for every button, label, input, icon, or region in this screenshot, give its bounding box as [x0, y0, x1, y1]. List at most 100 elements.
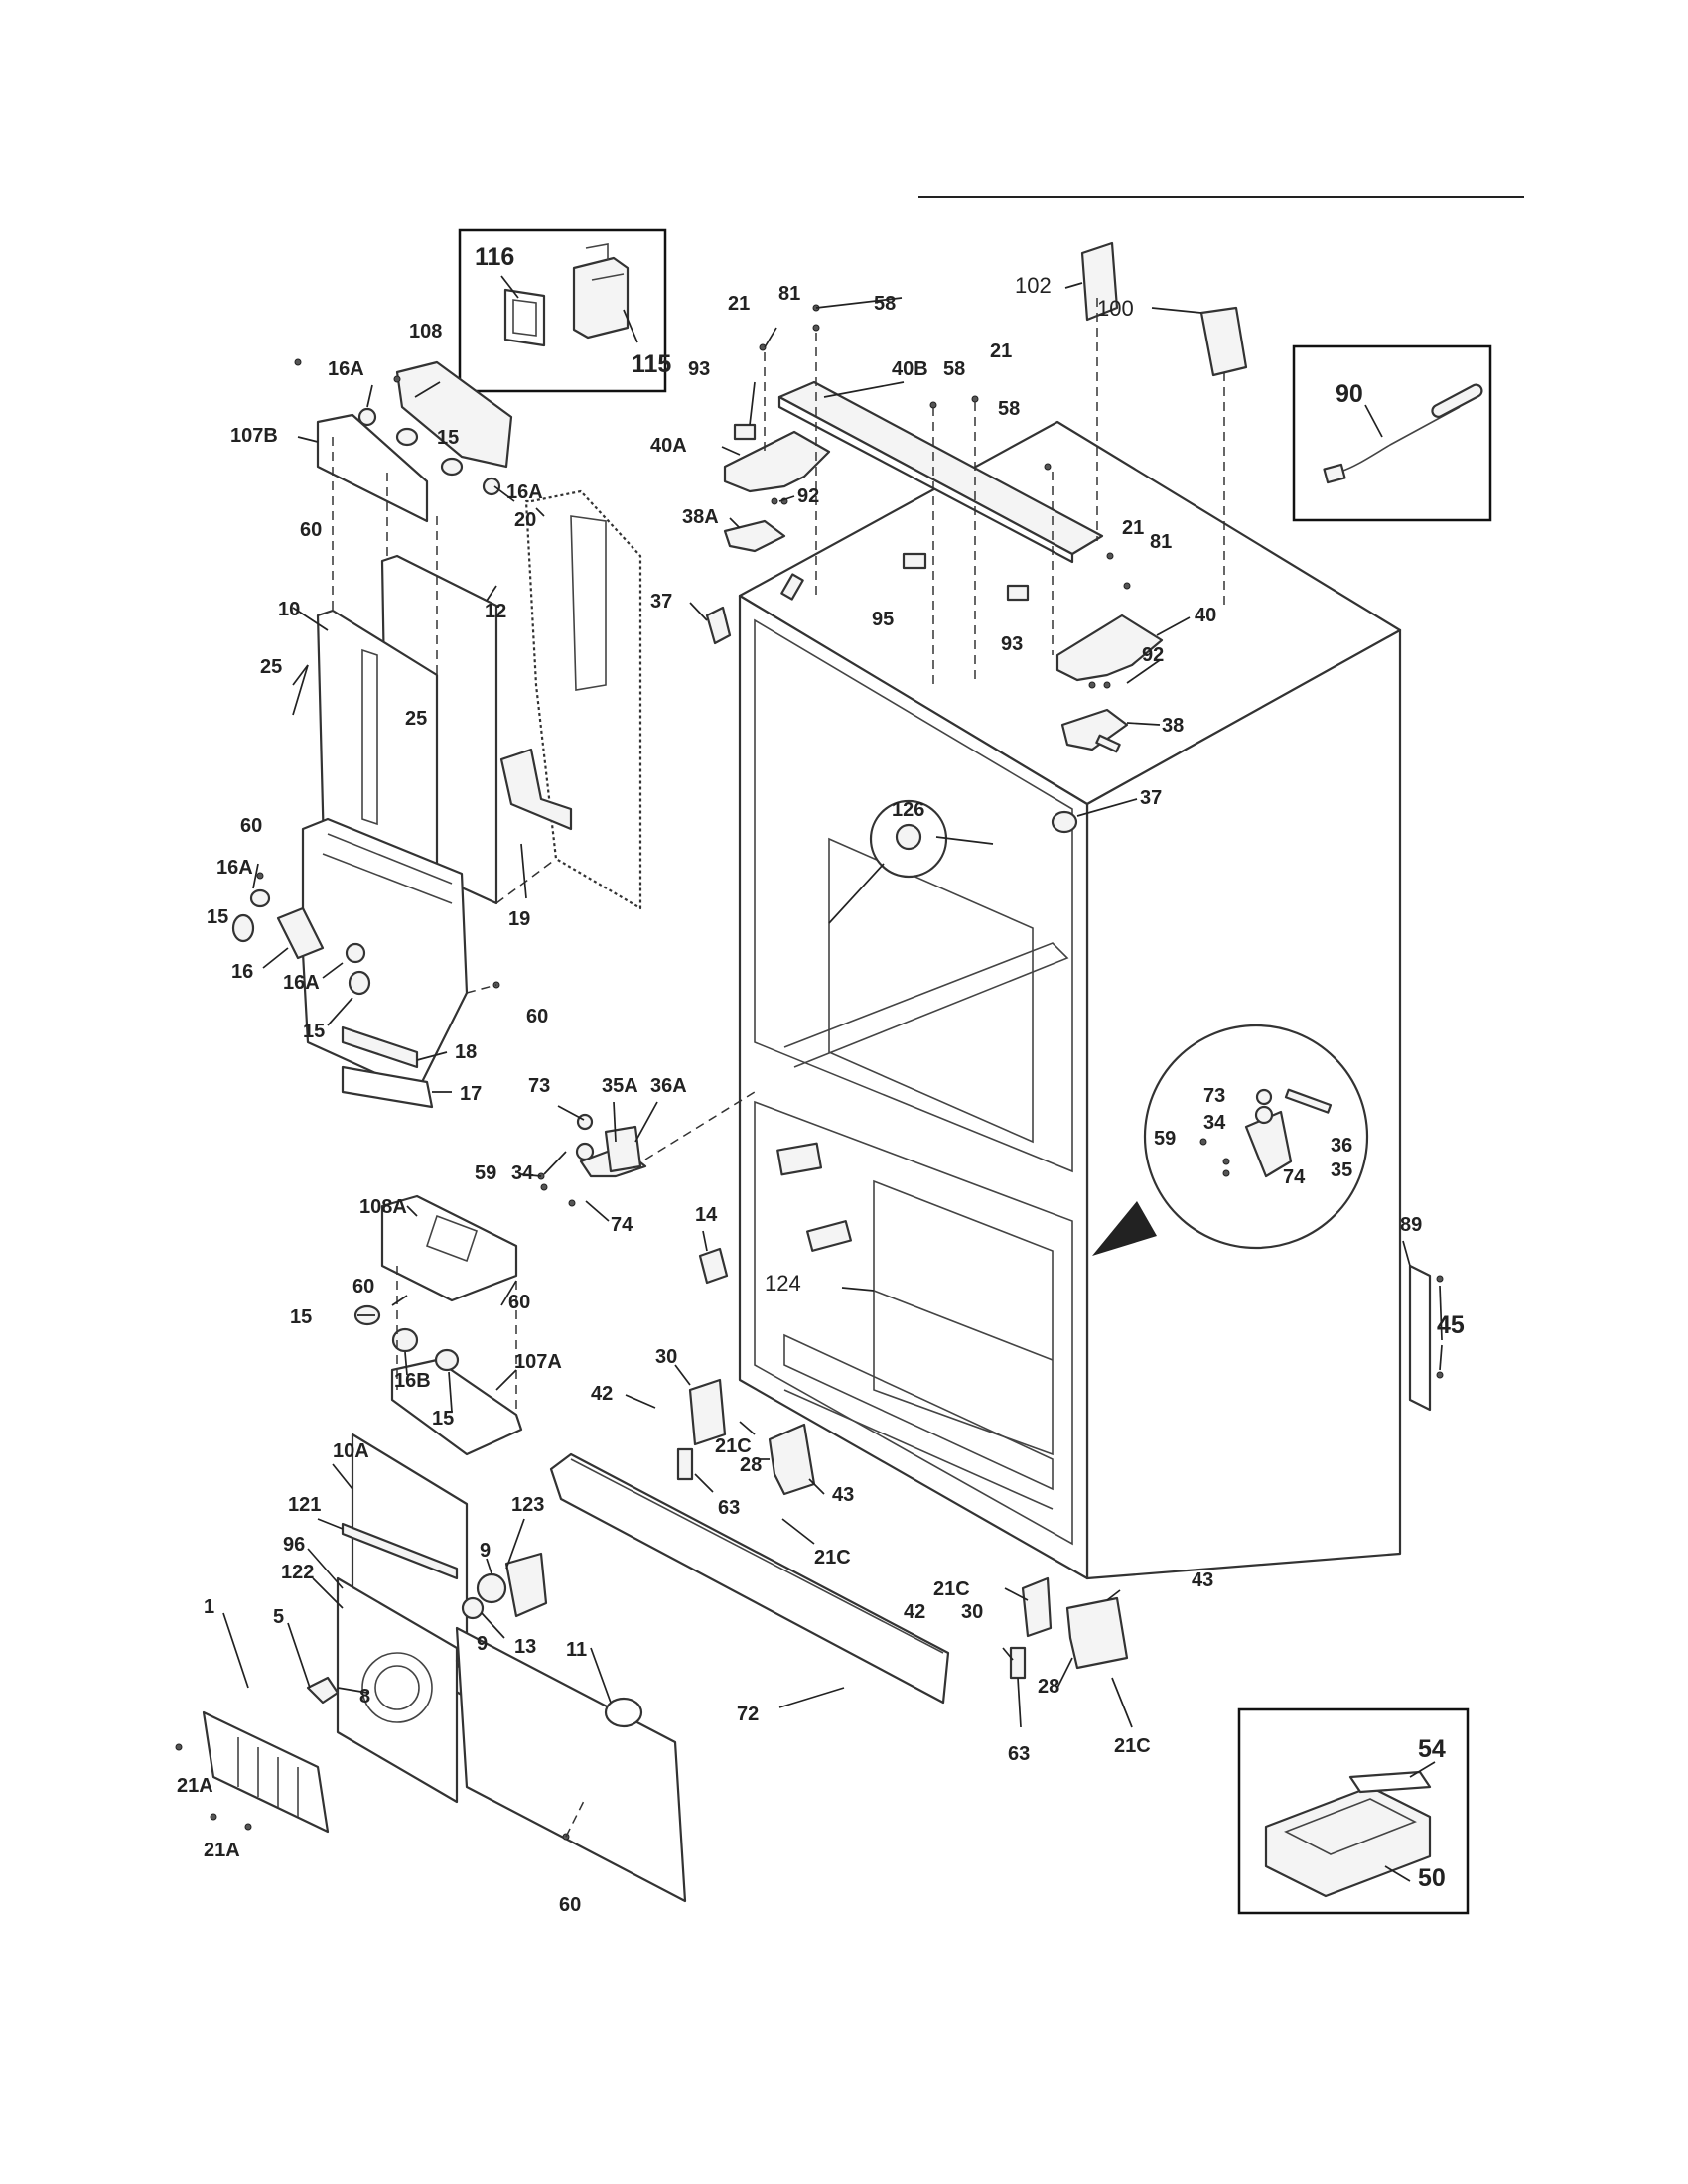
label-8: 8	[359, 1686, 370, 1707]
label-16A: 16A	[216, 857, 253, 879]
dispenser-housing-108	[395, 360, 513, 469]
label-34: 34	[1203, 1112, 1226, 1134]
label-15: 15	[207, 906, 228, 928]
label-40B: 40B	[892, 358, 928, 380]
label-54: 54	[1418, 1735, 1446, 1763]
label-15: 15	[432, 1408, 454, 1430]
label-93: 93	[1001, 633, 1023, 655]
label-43: 43	[1192, 1570, 1213, 1591]
left-hinge	[723, 430, 831, 493]
label-74: 74	[1283, 1166, 1306, 1188]
label-95: 95	[872, 609, 894, 630]
label-16: 16	[231, 961, 253, 983]
label-63: 63	[1008, 1743, 1030, 1765]
label-43: 43	[832, 1484, 854, 1506]
label-60: 60	[559, 1894, 581, 1916]
label-92: 92	[797, 485, 819, 507]
label-35A: 35A	[602, 1075, 638, 1097]
label-36A: 36A	[650, 1075, 687, 1097]
label-60: 60	[352, 1276, 374, 1297]
power-cord-part	[1323, 383, 1483, 484]
hinge-detail-parts	[1199, 1088, 1333, 1178]
label-21: 21	[990, 341, 1012, 362]
label-121: 121	[288, 1494, 321, 1516]
dispenser-body	[301, 817, 469, 1094]
refrigerator-cabinet	[738, 420, 1402, 1580]
label-107B: 107B	[230, 425, 278, 447]
label-59: 59	[1154, 1128, 1176, 1150]
bracket-102	[1080, 241, 1119, 322]
label-21C: 21C	[715, 1435, 752, 1457]
label-89: 89	[1400, 1214, 1422, 1236]
label-93: 93	[688, 358, 710, 380]
top-screws	[759, 304, 1131, 689]
label-15: 15	[303, 1021, 325, 1042]
label-42: 42	[904, 1601, 925, 1623]
label-13: 13	[514, 1636, 536, 1658]
bracket-30-right	[1021, 1576, 1053, 1638]
leader-lines	[222, 282, 1443, 1728]
label-60: 60	[300, 519, 322, 541]
door-16	[276, 906, 325, 960]
label-17: 17	[460, 1083, 482, 1105]
bracket-30-left	[688, 1378, 727, 1446]
label-16A: 16A	[283, 972, 320, 994]
label-30: 30	[961, 1601, 983, 1623]
label-34: 34	[511, 1162, 534, 1184]
label-60: 60	[508, 1292, 530, 1313]
label-59: 59	[475, 1162, 496, 1184]
bar-18	[341, 1025, 419, 1069]
bracket-14	[698, 1247, 729, 1285]
label-108A: 108A	[359, 1196, 407, 1218]
label-21C: 21C	[1114, 1735, 1151, 1757]
label-81: 81	[778, 283, 800, 305]
label-30: 30	[655, 1346, 677, 1368]
housing-108A	[380, 1194, 518, 1302]
front-grille-1	[202, 1710, 330, 1834]
back-panel-45	[1408, 1264, 1432, 1412]
label-72: 72	[737, 1704, 759, 1725]
label-9: 9	[477, 1633, 488, 1655]
cover-107B	[316, 413, 429, 523]
fan-housing-96	[336, 1576, 459, 1804]
inset-box-filter	[458, 228, 667, 393]
label-37: 37	[1140, 787, 1162, 809]
label-21C: 21C	[814, 1547, 851, 1569]
top-hinge-bar	[777, 380, 1104, 564]
label-123: 123	[511, 1494, 544, 1516]
label-92: 92	[1142, 644, 1164, 666]
label-21: 21	[1122, 517, 1144, 539]
label-42: 42	[591, 1383, 613, 1405]
label-115: 115	[632, 350, 671, 378]
label-38: 38	[1162, 715, 1184, 737]
front-panel-11	[455, 1626, 687, 1903]
label-35: 35	[1331, 1160, 1352, 1181]
label-21A: 21A	[204, 1840, 240, 1861]
label-60: 60	[240, 815, 262, 837]
label-116: 116	[475, 243, 514, 271]
bracket-100	[1199, 306, 1248, 377]
tray-17	[341, 1065, 434, 1109]
inset-box-tray	[1237, 1707, 1470, 1915]
right-hinge-bracket	[1060, 708, 1129, 751]
label-28: 28	[1038, 1676, 1059, 1698]
label-38A: 38A	[682, 506, 719, 528]
label-36: 36	[1331, 1135, 1352, 1157]
label-25: 25	[405, 708, 427, 730]
bracket-43-right	[1065, 1596, 1129, 1670]
center-hinge-assembly	[537, 1113, 647, 1207]
label-40: 40	[1195, 605, 1216, 626]
label-108: 108	[409, 321, 442, 342]
label-21A: 21A	[177, 1775, 213, 1797]
label-9: 9	[480, 1540, 491, 1562]
label-37: 37	[650, 591, 672, 613]
label-21C: 21C	[933, 1578, 970, 1600]
label-20: 20	[514, 509, 536, 531]
label-16A: 16A	[328, 358, 364, 380]
label-63: 63	[718, 1497, 740, 1519]
label-25: 25	[260, 656, 282, 678]
label-102: 102	[1015, 273, 1052, 298]
label-45: 45	[1437, 1311, 1465, 1339]
impeller-5	[306, 1676, 340, 1705]
